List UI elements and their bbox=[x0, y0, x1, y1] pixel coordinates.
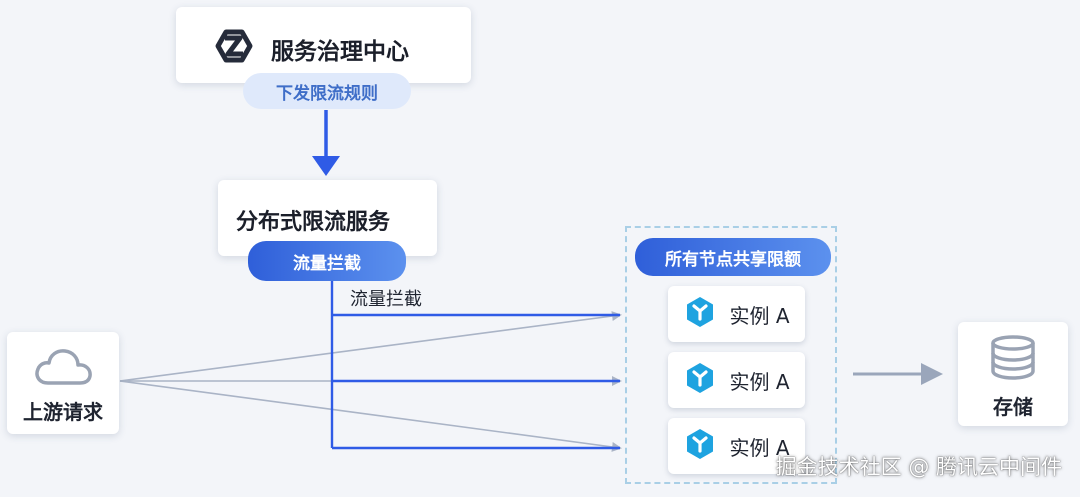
rule-badge: 下发限流规则 bbox=[243, 73, 411, 109]
instance-card: 实例 A bbox=[668, 418, 805, 474]
instance-label: 实例 A bbox=[729, 369, 790, 394]
instance-card: 实例 A bbox=[668, 352, 805, 408]
rule-arrow bbox=[312, 110, 340, 176]
watermark-text: 掘金技术社区 @ 腾讯云中间件 bbox=[775, 455, 1062, 479]
upstream-label: 上游请求 bbox=[23, 400, 103, 424]
storage-label: 存储 bbox=[993, 395, 1033, 419]
intercept-badge: 流量拦截 bbox=[248, 241, 406, 281]
cube-icon bbox=[683, 427, 717, 466]
request-line-3 bbox=[119, 380, 622, 452]
governance-title: 服务治理中心 bbox=[271, 39, 409, 65]
cube-icon bbox=[683, 361, 717, 400]
interception-lines bbox=[330, 281, 620, 450]
hexagon-logo-icon bbox=[209, 26, 259, 72]
cube-icon bbox=[683, 295, 717, 334]
database-icon bbox=[988, 334, 1038, 386]
instance-cluster bbox=[625, 226, 837, 484]
instance-label: 实例 A bbox=[729, 435, 790, 460]
cloud-icon bbox=[32, 345, 96, 391]
intercept-annotation: 流量拦截 bbox=[350, 289, 422, 310]
request-line-1 bbox=[119, 311, 622, 382]
storage-arrow bbox=[853, 363, 943, 385]
governance-title-row: 服务治理中心 bbox=[209, 26, 409, 72]
instance-label: 实例 A bbox=[729, 303, 790, 328]
instance-card: 实例 A bbox=[668, 286, 805, 342]
governance-card bbox=[176, 7, 471, 83]
ratelimit-title: 分布式限流服务 bbox=[236, 210, 391, 235]
storage-card bbox=[958, 322, 1068, 426]
shared-quota-badge: 所有节点共享限额 bbox=[635, 238, 831, 276]
